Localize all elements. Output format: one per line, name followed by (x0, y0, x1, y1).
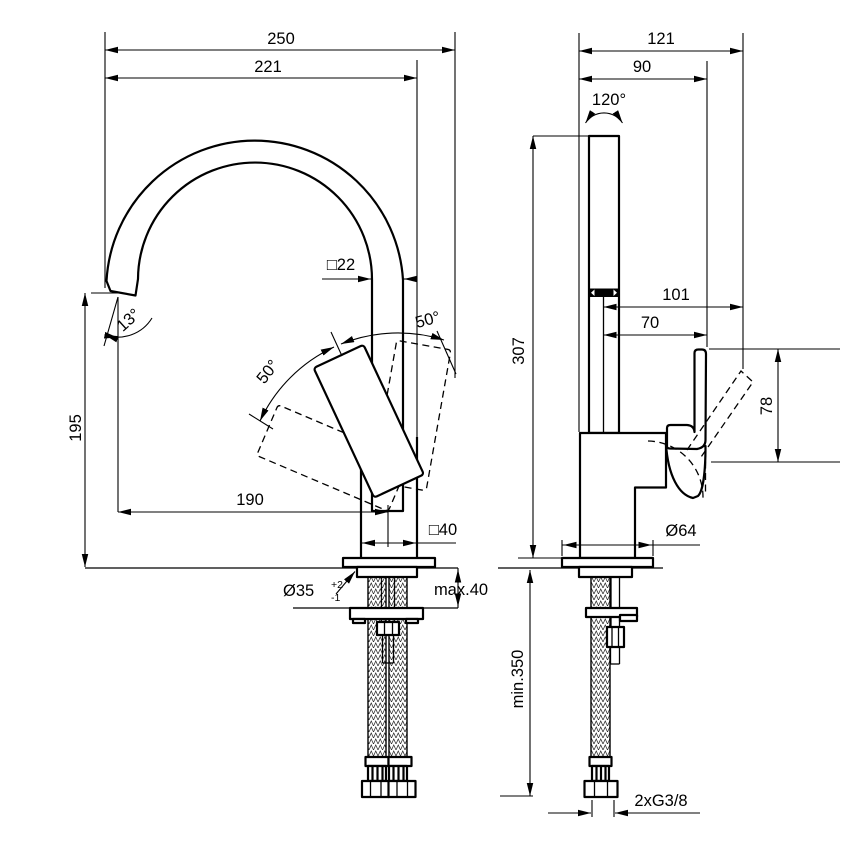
dim-body-section: □40 (429, 521, 457, 539)
mounting-bracket-front (348, 606, 425, 621)
dim-total-height: 307 (510, 337, 528, 365)
aerator-mark-right (613, 289, 617, 296)
braided-hose-left (367, 576, 387, 758)
mounting-nut-front (375, 620, 401, 637)
dim-spout-reach: 190 (236, 491, 264, 509)
dim-base-diameter: Ø64 (665, 522, 696, 540)
base-flange-front (341, 556, 437, 569)
front-view: 250 221 195 13° □22 50° 50° 190 (67, 30, 488, 799)
dim-outlet-to-lever-front: 70 (641, 314, 659, 332)
dim-outlet-to-lever-back: 101 (662, 286, 690, 304)
dim-connection-thread: 2xG3/8 (634, 792, 687, 810)
swing-arc-right (340, 332, 445, 345)
dim-swivel-angle: 120° (592, 91, 626, 109)
front-dimensions: 250 221 195 13° □22 50° 50° 190 (67, 30, 488, 608)
swivel-arc (585, 110, 623, 124)
mounting-nut-side (605, 625, 626, 649)
dim-deck-thickness: max.40 (434, 581, 488, 599)
hose-nut-right (387, 779, 417, 799)
mounting-bracket-side (584, 606, 639, 619)
aerator-mark-left (591, 289, 595, 296)
base-gasket-side (577, 565, 634, 579)
dim-hole-tol-plus: +2 (331, 579, 343, 591)
dim-spout-section: □22 (327, 256, 355, 274)
base-gasket-front (355, 565, 419, 579)
braided-hose-side (590, 576, 611, 758)
dim-overall-depth: 121 (647, 30, 675, 48)
dim-hole-tol-minus: -1 (331, 592, 340, 604)
supply-hose-side (583, 576, 639, 799)
dim-hole-diameter: Ø35 (283, 582, 314, 600)
hose-nut-side (583, 779, 619, 799)
dim-hose-min-length: min.350 (509, 650, 527, 709)
aerator-outlet (589, 288, 619, 297)
braided-hose-right (388, 576, 408, 758)
dim-lever-height: 78 (758, 397, 776, 415)
dim-swing-right: 50° (413, 308, 442, 332)
base-flange-side (560, 556, 655, 569)
dim-depth-to-lever: 90 (633, 58, 651, 76)
dim-overall-width: 250 (267, 30, 295, 48)
dim-spout-height: 195 (67, 414, 85, 442)
side-dimensions: 121 90 120° 307 101 70 78 Ø64 (500, 30, 840, 817)
swing-arc-left (259, 346, 335, 422)
lever-side (665, 348, 708, 451)
handle-front (313, 344, 425, 498)
side-view: 121 90 120° 307 101 70 78 Ø64 (498, 30, 840, 817)
lever-dashed-position (647, 370, 754, 499)
hose-nut-left (360, 779, 391, 799)
dim-width-to-body: 221 (254, 58, 282, 76)
